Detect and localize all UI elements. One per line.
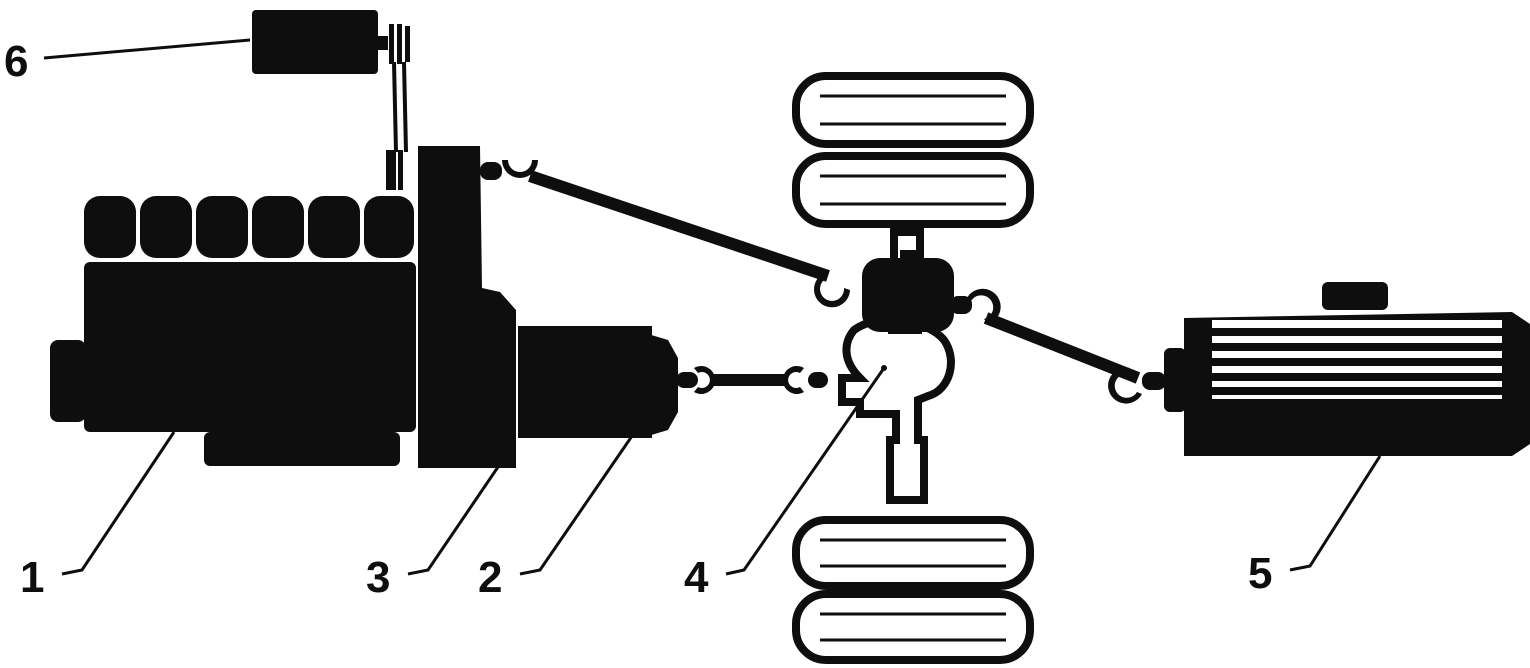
component-5-dynamometer <box>1164 282 1530 456</box>
wheels <box>792 72 1034 664</box>
component-1-engine <box>50 196 416 466</box>
leader-lines <box>43 38 1382 576</box>
wheel-upper-inner <box>792 152 1034 228</box>
leader-1 <box>61 431 176 576</box>
callout-labels: 6 1 3 2 4 5 <box>4 37 1272 602</box>
callout-label-4: 4 <box>684 553 709 602</box>
component-2-clutch-housing <box>518 326 678 438</box>
lower-drive-shaft <box>676 366 828 395</box>
leader-6 <box>43 38 251 60</box>
right-drive-shaft <box>950 288 1166 404</box>
leader-2 <box>519 435 634 576</box>
callout-label-3: 3 <box>366 553 390 602</box>
callout-label-1: 1 <box>20 553 44 602</box>
component-3-transfer-gearbox <box>386 146 516 468</box>
callout-label-2: 2 <box>478 553 502 602</box>
leader-3 <box>407 463 502 576</box>
wheel-lower-inner <box>792 516 1034 590</box>
leader-5 <box>1289 455 1382 572</box>
callout-label-5: 5 <box>1248 549 1272 598</box>
component-6-auxiliary-motor <box>252 10 410 153</box>
wheel-lower-outer <box>792 590 1034 664</box>
component-4-axle-differential <box>838 228 955 504</box>
wheel-upper-outer <box>792 72 1034 148</box>
leader-4 <box>725 367 886 576</box>
callout-label-6: 6 <box>4 37 28 86</box>
upper-drive-shaft <box>502 160 850 308</box>
